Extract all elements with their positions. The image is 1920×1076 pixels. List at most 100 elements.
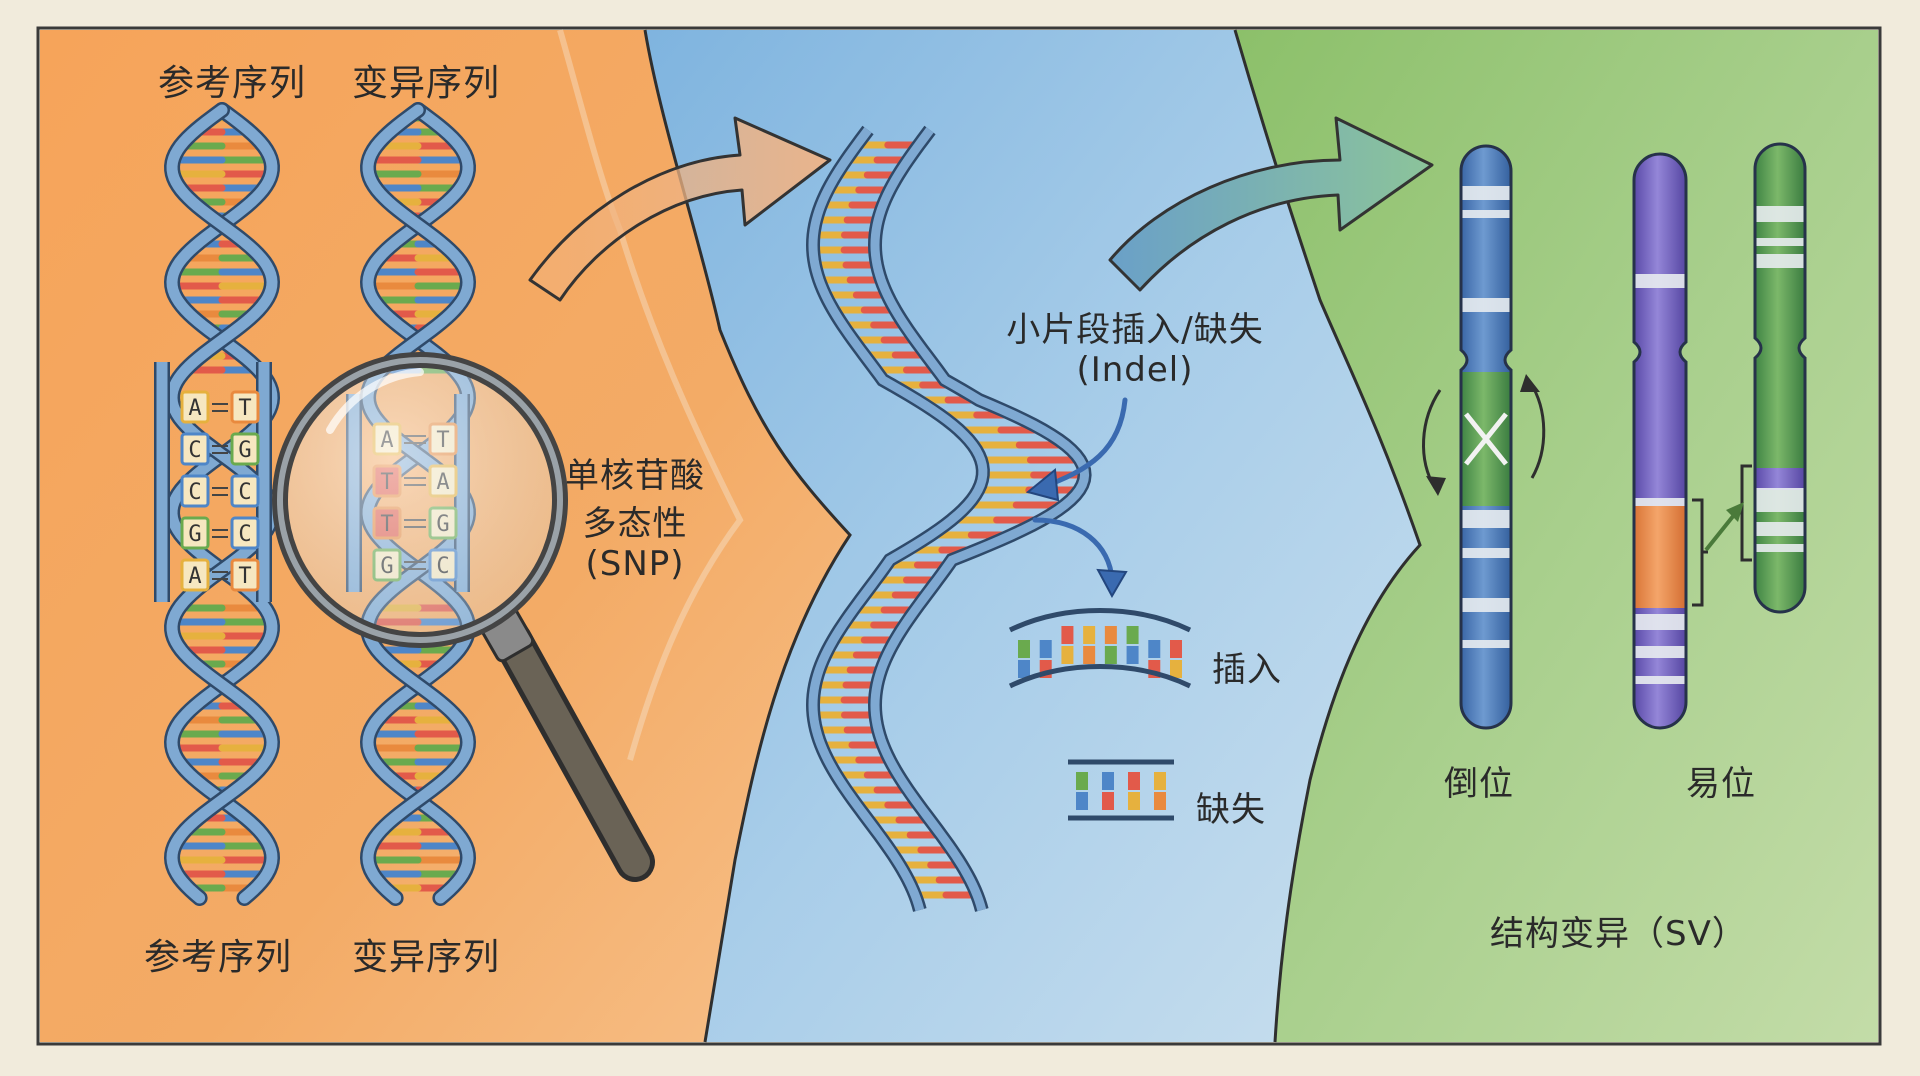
snp-reference-top-label: 参考序列 xyxy=(158,63,307,104)
translocation-chromosome-a-icon xyxy=(1632,152,1688,730)
base-block xyxy=(1061,626,1074,644)
base-block xyxy=(1154,772,1166,790)
base-block xyxy=(1104,626,1117,644)
snp-title-line3: (SNP) xyxy=(585,544,685,584)
chromosome-band xyxy=(1756,488,1804,512)
chromosome-band xyxy=(1462,186,1510,200)
sv-translocation-label: 易位 xyxy=(1686,764,1756,804)
base-block xyxy=(1102,792,1114,810)
base-letter: A xyxy=(188,396,201,421)
indel-insertion-label: 插入 xyxy=(1212,650,1282,690)
chromosome-body xyxy=(1634,154,1686,728)
chromosome-band xyxy=(1756,206,1804,222)
base-box xyxy=(180,390,210,424)
chromosome-band xyxy=(1462,598,1510,612)
base-block xyxy=(1128,772,1140,790)
chromosome-segment xyxy=(1755,468,1805,490)
sv-inversion-label: 倒位 xyxy=(1444,764,1514,804)
chromosome-outline xyxy=(1753,142,1807,614)
backbone xyxy=(166,104,278,904)
sv-panel xyxy=(1235,30,1878,1042)
base-block xyxy=(1104,646,1117,664)
chromosome-band xyxy=(1462,510,1510,528)
arrow-indel-to-sv-icon xyxy=(1108,116,1434,292)
base-block xyxy=(1039,640,1052,658)
base-block xyxy=(1076,792,1088,810)
indel-deletion-label: 缺失 xyxy=(1196,790,1266,830)
translocation-arrow-icon xyxy=(1704,508,1740,552)
chromosome-band xyxy=(1756,238,1804,246)
reference-helix-icon xyxy=(163,102,281,906)
chromosome-band xyxy=(1462,210,1510,218)
base-letter: G xyxy=(188,522,201,547)
backbone xyxy=(1008,664,1192,689)
base-block xyxy=(1018,660,1030,678)
translocation-bracket-right-icon xyxy=(1740,464,1752,562)
base-block xyxy=(1154,792,1166,810)
base-box xyxy=(230,474,260,508)
base-block xyxy=(1128,792,1140,810)
snp-variant-top-label: 变异序列 xyxy=(352,63,501,104)
chromosome-band xyxy=(1462,548,1510,558)
chromosome-band xyxy=(1635,498,1685,506)
chromosome-band xyxy=(1635,274,1685,288)
chromosome-segment xyxy=(1634,506,1686,608)
chromosome-band xyxy=(1635,676,1685,684)
indel-dna-strand-icon xyxy=(805,125,1092,912)
chromosome-band xyxy=(1756,544,1804,552)
translocation-bracket-icon xyxy=(1692,498,1708,607)
base-letter: C xyxy=(188,480,201,505)
base-letter: T xyxy=(238,564,251,589)
base-block xyxy=(1061,646,1074,664)
snp-variant-bottom-label: 变异序列 xyxy=(352,937,501,978)
base-block xyxy=(1126,626,1139,644)
base-block xyxy=(1102,772,1114,790)
base-block xyxy=(1083,626,1096,644)
base-block xyxy=(1170,640,1182,658)
base-block xyxy=(1083,646,1096,664)
chromosome-band xyxy=(1635,646,1685,658)
insertion-glyph-icon xyxy=(1008,608,1192,689)
base-block xyxy=(1148,640,1161,658)
base-box xyxy=(180,432,210,466)
snp-title-line1: 单核苷酸 xyxy=(565,456,705,496)
base-box xyxy=(230,558,260,592)
chromosome-outline xyxy=(1632,152,1688,730)
base-box xyxy=(230,516,260,550)
indel-title-line1: 小片段插入/缺失 xyxy=(1006,310,1264,350)
backbone xyxy=(1008,608,1192,633)
chromosome-band xyxy=(1756,522,1804,536)
base-letter: C xyxy=(238,522,251,547)
chromosome-band xyxy=(1462,640,1510,648)
base-box xyxy=(230,432,260,466)
base-box xyxy=(180,516,210,550)
chromosome-outline xyxy=(1459,144,1513,730)
base-letter: A xyxy=(188,564,201,589)
chromosome-band xyxy=(1635,614,1685,630)
sv-title: 结构变异（SV） xyxy=(1490,914,1747,954)
base-box xyxy=(180,558,210,592)
snp-title-line2: 多态性 xyxy=(582,504,688,544)
base-box xyxy=(230,390,260,424)
magnifying-glass-icon xyxy=(272,352,655,882)
base-block xyxy=(1126,646,1139,664)
indel-title-line2: (Indel) xyxy=(1076,350,1194,390)
chromosome-band xyxy=(1756,254,1804,268)
base-letter: T xyxy=(238,396,251,421)
base-letter: C xyxy=(238,480,251,505)
base-block xyxy=(1170,660,1182,678)
base-block xyxy=(1018,640,1030,658)
deletion-glyph-icon xyxy=(1068,759,1174,821)
base-letter: C xyxy=(188,438,201,463)
inversion-cross-icon xyxy=(1464,412,1508,466)
base-box xyxy=(180,474,210,508)
chromosome-band xyxy=(1462,298,1510,312)
snp-reference-bottom-label: 参考序列 xyxy=(144,937,293,978)
translocation-chromosome-b-icon xyxy=(1753,142,1807,614)
arrow-to-insertion-icon xyxy=(1032,517,1115,583)
base-block xyxy=(1076,772,1088,790)
base-letter: G xyxy=(238,438,251,463)
